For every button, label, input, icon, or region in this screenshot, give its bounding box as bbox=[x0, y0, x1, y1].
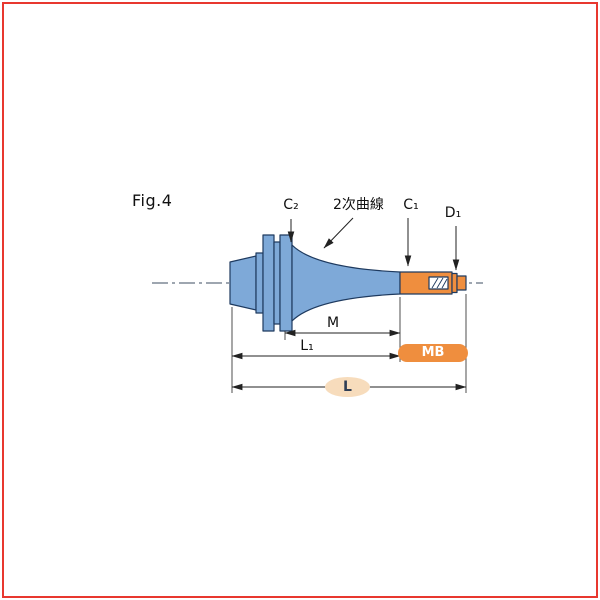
m-label: M bbox=[326, 315, 340, 331]
taper-shank bbox=[229, 255, 257, 311]
d1-label: D₁ bbox=[444, 205, 462, 221]
c1-label: C₁ bbox=[403, 197, 419, 213]
c2-label: C₂ bbox=[283, 197, 299, 213]
set-screw bbox=[428, 276, 449, 290]
l1-label: L₁ bbox=[300, 338, 314, 354]
figure-label: Fig.4 bbox=[132, 191, 173, 210]
body-curve bbox=[291, 244, 401, 322]
curve-label: 2次曲線 bbox=[333, 197, 384, 213]
mb-badge: MB bbox=[398, 344, 468, 362]
l-badge: L bbox=[325, 377, 370, 397]
leader-curve bbox=[323, 217, 354, 249]
flange bbox=[255, 234, 293, 332]
extension-bar bbox=[399, 271, 453, 295]
nose bbox=[451, 272, 467, 294]
